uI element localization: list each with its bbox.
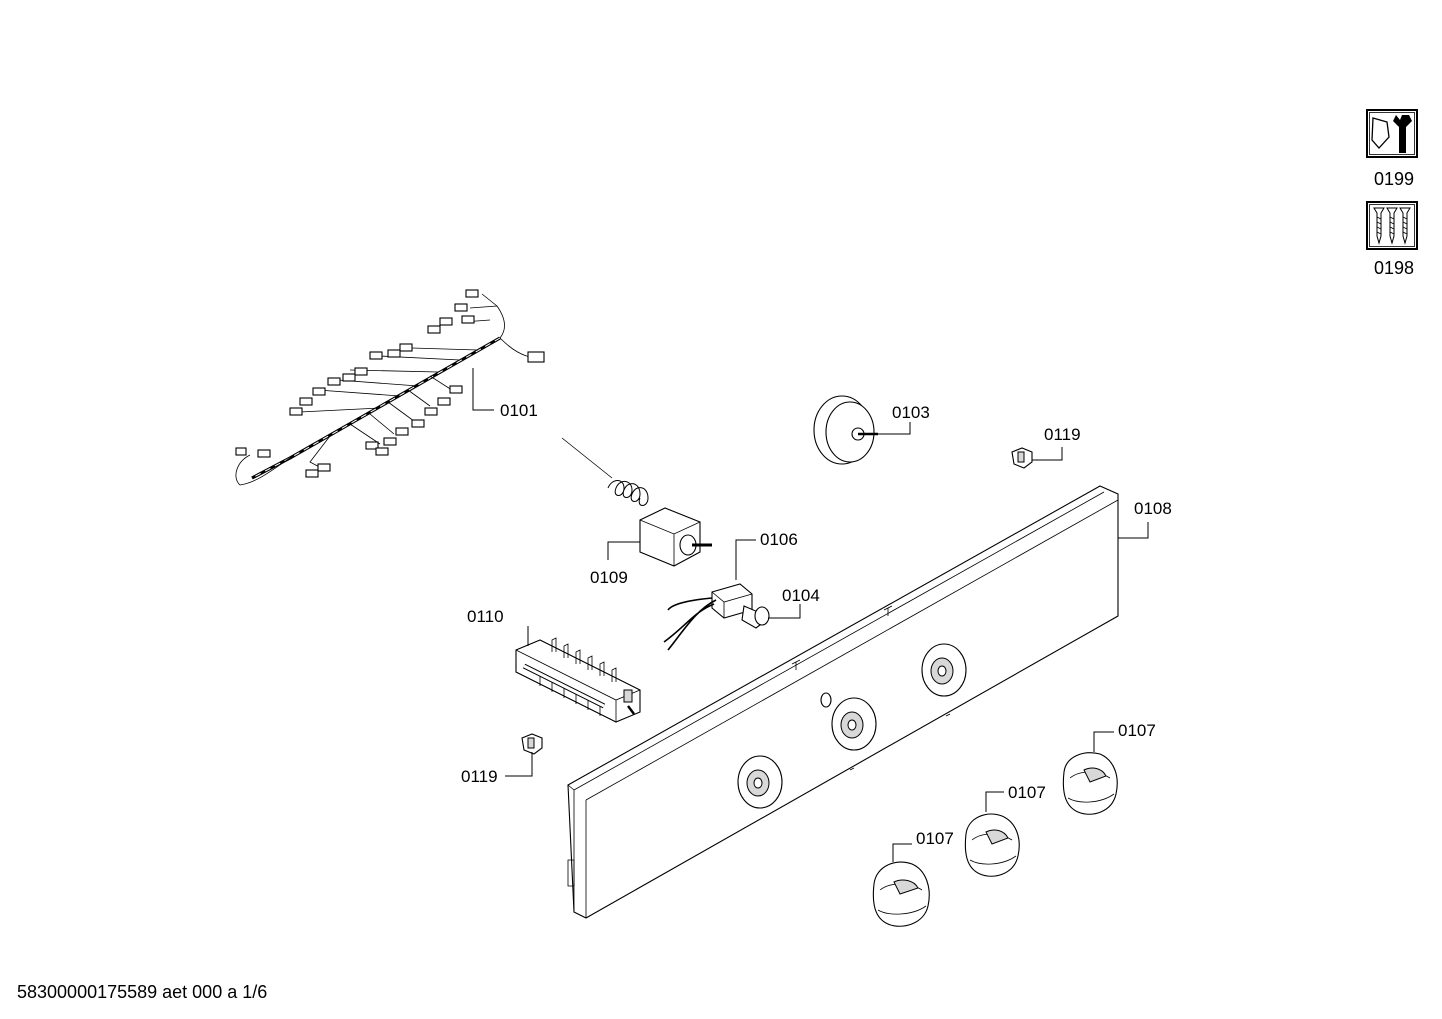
leader-0107-left xyxy=(892,843,912,862)
leader-0107-right xyxy=(1093,731,1114,752)
wrench-nut-icon xyxy=(1366,109,1418,158)
knob-socket-1 xyxy=(737,755,783,809)
document-id: 58300000175589 aet 000 a 1/6 xyxy=(17,982,268,1002)
knob-socket-2 xyxy=(831,697,877,751)
screws-icon-label: 0198 xyxy=(1374,258,1414,278)
callout-0119-bottom: 0119 xyxy=(461,767,498,786)
leader-0106 xyxy=(735,539,756,580)
tools-icon-label: 0199 xyxy=(1374,169,1414,189)
selector-switch xyxy=(515,637,641,723)
callout-0101: 0101 xyxy=(500,401,538,420)
wiring-harness xyxy=(235,289,545,486)
leader-0101 xyxy=(472,368,494,411)
mounting-clip-bottom xyxy=(521,733,543,755)
mounting-clip-top xyxy=(1011,447,1033,469)
callout-0109: 0109 xyxy=(590,568,628,587)
leader-0108 xyxy=(1118,522,1149,539)
callout-0108: 0108 xyxy=(1134,499,1172,518)
callout-0119-top: 0119 xyxy=(1044,425,1081,444)
callout-0110: 0110 xyxy=(467,607,504,626)
control-knob-right xyxy=(1062,752,1118,815)
leader-0103 xyxy=(876,422,911,435)
leader-0109 xyxy=(607,541,640,560)
thermostat xyxy=(561,437,712,567)
screws-icon xyxy=(1366,201,1418,250)
callout-0104: 0104 xyxy=(782,586,820,605)
tools-icon-group: 0199 xyxy=(1366,109,1418,189)
callout-0106: 0106 xyxy=(760,530,798,549)
callout-0107-middle: 0107 xyxy=(1008,783,1046,802)
callout-0107-right: 0107 xyxy=(1118,721,1156,740)
leader-0119-bottom xyxy=(505,752,533,777)
switch-with-lamp xyxy=(663,583,770,651)
timer-motor xyxy=(813,395,878,465)
callout-0103: 0103 xyxy=(892,403,930,422)
leader-0119-top xyxy=(1032,447,1063,461)
control-panel xyxy=(567,485,1119,919)
leader-0107-middle xyxy=(985,791,1004,812)
control-knob-middle xyxy=(964,813,1020,877)
callout-0107-left: 0107 xyxy=(916,829,954,848)
knob-socket-3 xyxy=(921,643,967,697)
screws-icon-group: 0198 xyxy=(1366,201,1418,278)
control-knob-left xyxy=(872,861,930,927)
leader-0104 xyxy=(768,604,801,619)
